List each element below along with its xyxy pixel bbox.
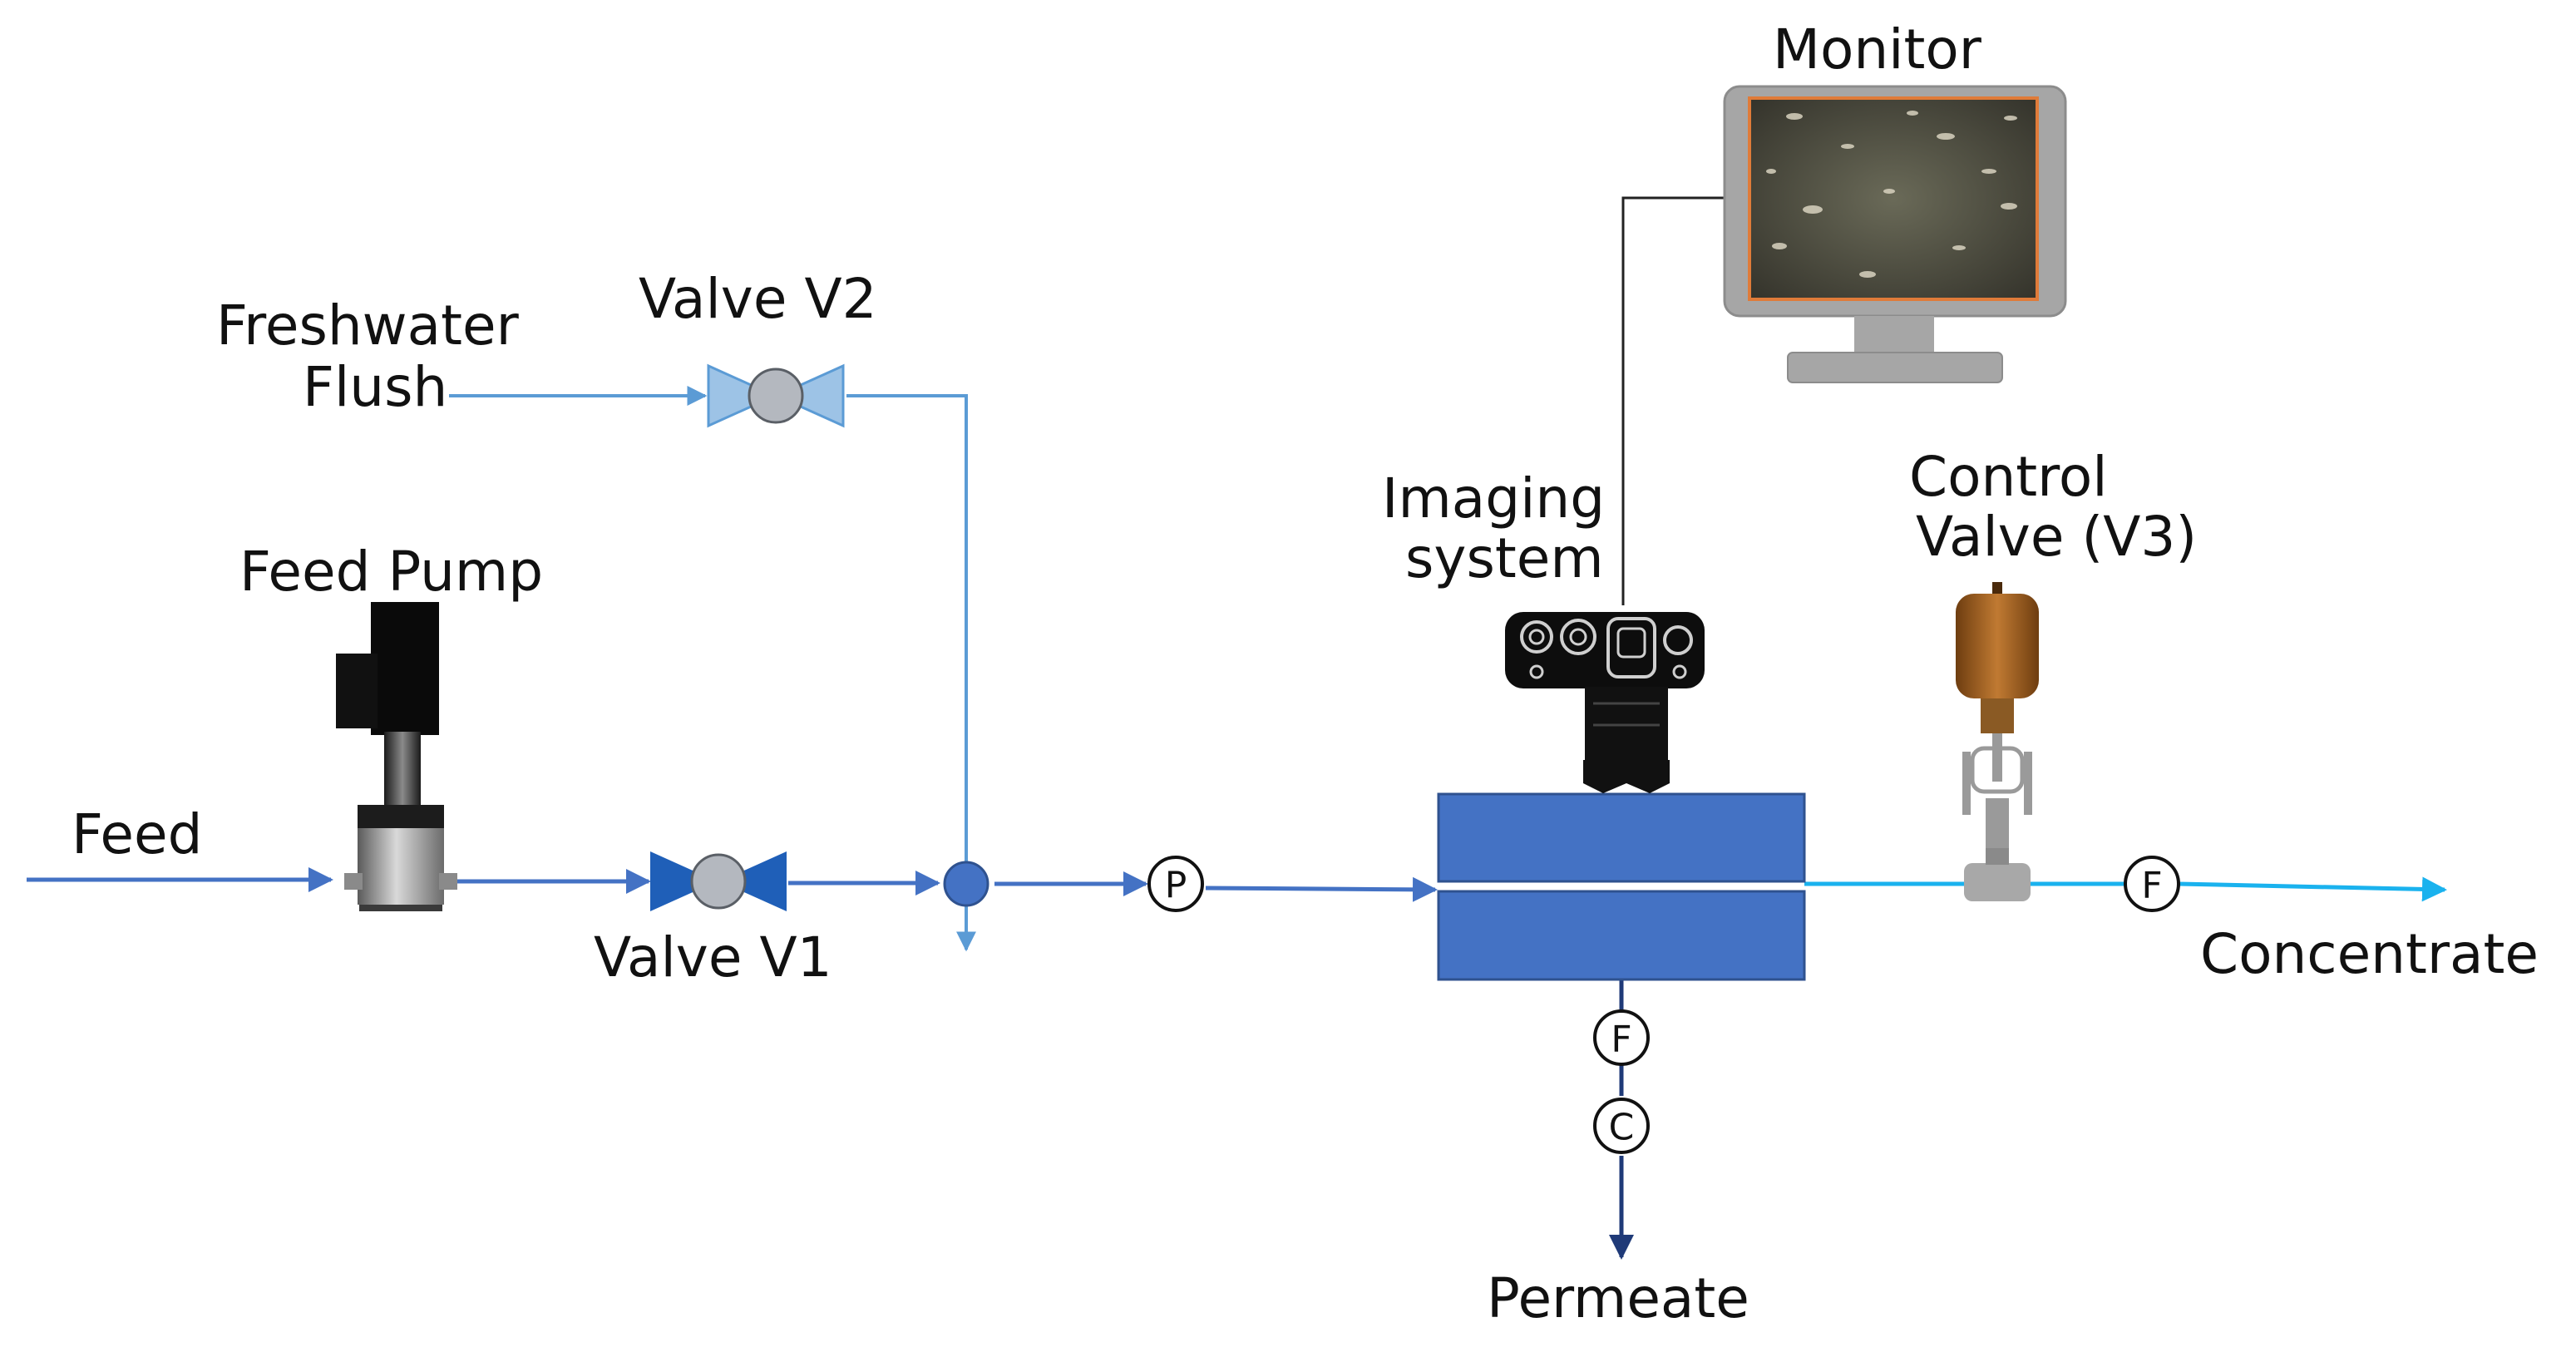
- flush-line: [449, 386, 976, 952]
- monitor-icon: [1723, 85, 2067, 383]
- valve-v2-label: Valve V2: [639, 267, 877, 331]
- freshwater-label: Freshwater: [216, 294, 520, 358]
- feed-label: Feed: [72, 802, 202, 866]
- valve-v1-label: Valve V1: [594, 925, 832, 989]
- permeate-flow-indicator-label: F: [1611, 1019, 1631, 1061]
- permeate-flow-indicator: F: [1593, 1009, 1650, 1066]
- concentrate-label: Concentrate: [2200, 922, 2539, 986]
- imaging-label: Imaging: [1382, 466, 1605, 530]
- membrane-cell: [1437, 792, 1806, 981]
- system-label: system: [1405, 526, 1604, 590]
- junction-node: [943, 861, 989, 907]
- monitor-label: Monitor: [1773, 17, 1982, 81]
- permeate-label: Permeate: [1487, 1266, 1749, 1330]
- control-valve-icon: [1956, 582, 2039, 901]
- monitor-screen-image: [1766, 111, 2017, 278]
- camera-icon: [1505, 612, 1705, 793]
- control-label: Control: [1909, 445, 2108, 509]
- concentrate-flow-indicator: F: [2124, 856, 2180, 912]
- flush-label: Flush: [303, 355, 447, 419]
- valve-v2-icon: [707, 363, 845, 428]
- concentrate-flow-indicator-label: F: [2141, 865, 2162, 907]
- monitor-cable: [1621, 196, 1730, 605]
- pressure-indicator-label: P: [1165, 865, 1187, 907]
- conductivity-indicator: C: [1593, 1098, 1650, 1154]
- feed-pump-label: Feed Pump: [239, 540, 543, 604]
- valve-v1-icon: [650, 851, 787, 911]
- pressure-indicator: P: [1147, 856, 1204, 912]
- feed-line: [27, 867, 1438, 902]
- valve-v3-label: Valve (V3): [1916, 505, 2197, 569]
- conductivity-indicator-label: C: [1609, 1107, 1635, 1149]
- feed-pump-icon: [336, 602, 457, 911]
